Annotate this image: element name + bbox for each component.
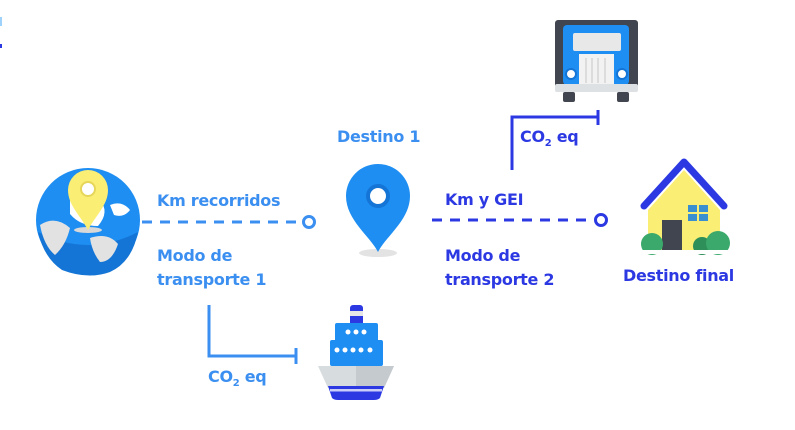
subscript: 2 xyxy=(544,138,552,149)
leg-1-endpoint-icon xyxy=(302,215,316,229)
edge-mark xyxy=(0,17,2,26)
destination-1-label: Destino 1 xyxy=(337,127,421,146)
subscript: 2 xyxy=(232,378,240,389)
ship-icon xyxy=(318,305,394,400)
leg-2-emission-connector xyxy=(510,115,598,170)
edge-mark xyxy=(0,44,2,48)
leg-1-mode-line1: Modo de xyxy=(157,246,233,265)
globe-with-pin-icon xyxy=(36,168,140,276)
leg-1-distance-label: Km recorridos xyxy=(157,191,281,210)
leg-1-emission-label: CO2 eq xyxy=(208,367,267,394)
leg-2-endpoint-icon xyxy=(594,213,608,227)
map-pin-icon xyxy=(346,164,410,257)
house-icon xyxy=(638,158,736,255)
co-text: CO xyxy=(520,127,545,146)
leg-1-mode-line2: transporte 1 xyxy=(157,270,267,289)
co-text: CO xyxy=(208,367,233,386)
eq-text: eq xyxy=(551,127,579,146)
leg-2-mode-line1: Modo de xyxy=(445,246,521,265)
truck-icon xyxy=(555,20,638,102)
leg-1-emission-connector xyxy=(207,305,296,358)
leg-2-distance-label: Km y GEI xyxy=(445,190,524,209)
final-destination-label: Destino final xyxy=(623,266,734,285)
leg-2-emission-label: CO2 eq xyxy=(520,127,579,154)
eq-text: eq xyxy=(239,367,267,386)
leg-2-mode-line2: transporte 2 xyxy=(445,270,555,289)
